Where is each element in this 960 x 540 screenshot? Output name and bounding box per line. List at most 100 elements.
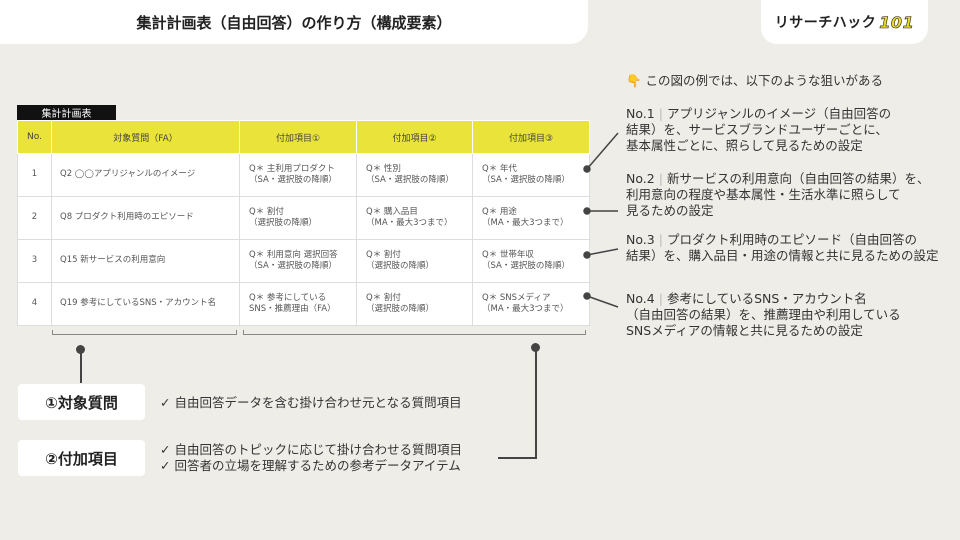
cell-attr2-sub: （選択肢の降順） [366,304,435,314]
table-header-row: No. 対象質問（FA） 付加項目① 付加項目② 付加項目③ [17,120,590,154]
note-line: プロダクト利用時のエピソード（自由回答の [666,232,917,247]
note-line: 結果）を、購入品目・用途の情報と共に見るための設定 [626,248,939,263]
cell-attr1-sub: （選択肢の降順） [249,218,318,228]
cell-question: Q15 新サービスの利用意向 [51,239,240,283]
cell-question: Q19 参考にしているSNS・アカウント名 [51,282,240,326]
page-title-text: 集計計画表（自由回答）の作り方（構成要素） [136,13,452,32]
brand-logo-number: 101 [879,12,915,32]
cell-attr2: Q＊ 割付（選択肢の降順） [356,239,473,283]
cell-attr3-sub: （SA・選択肢の降順） [482,175,570,185]
cell-attr2-sub: （SA・選択肢の降順） [366,175,454,185]
cell-attr1-line: Q＊ 主利用プロダクト [249,163,335,174]
note-item: No.1|アプリジャンルのイメージ（自由回答の 結果）を、サービスブランドユーザ… [626,106,956,154]
legend-attribute-desc: ✓ 自由回答のトピックに応じて掛け合わせる質問項目 ✓ 回答者の立場を理解するた… [160,442,462,474]
note-line: 見るための設定 [626,203,714,218]
cell-attr2-sub: （MA・最大3つまで） [366,218,453,228]
bracket-attributes-left [243,330,244,335]
connector-dot [531,343,540,352]
pointer-dot-4 [583,292,591,300]
cell-attr3-sub: （MA・最大3つまで） [482,218,569,228]
cell-attr2: Q＊ 性別（SA・選択肢の降順） [356,153,473,197]
legend-question-label: ①対象質問 [18,384,145,420]
legend-attribute-label: ②付加項目 [18,440,145,476]
cell-attr3: Q＊ 年代（SA・選択肢の降順） [472,153,590,197]
table-row: 2 Q8 プロダクト利用時のエピソード Q＊ 割付（選択肢の降順） Q＊ 購入品… [17,196,590,240]
note-line: （自由回答の結果）を、推薦理由や利用している [626,307,901,322]
cell-attr2-sub: （選択肢の降順） [366,261,435,271]
pointer-dot-2 [583,207,591,215]
note-item: No.4|参考にしているSNS・アカウント名 （自由回答の結果）を、推薦理由や利… [626,291,956,339]
bracket-attributes [243,334,585,335]
note-number: No.4 [626,291,655,306]
cell-no: 2 [17,196,52,240]
legend-question-desc-line: ✓ 自由回答データを含む掛け合わせ元となる質問項目 [160,395,462,410]
connector-line [535,348,537,458]
legend-attribute-desc-line: ✓ 回答者の立場を理解するための参考データアイテム [160,458,461,473]
cell-attr1-sub: （SA・選択肢の降順） [249,175,337,185]
header-attr2: 付加項目② [356,120,473,154]
cell-attr2-line: Q＊ 割付 [366,249,401,260]
note-line: 基本属性ごとに、照らして見るための設定 [626,138,863,153]
bracket-question-left [52,330,53,335]
brand-logo-text: リサーチハック [774,15,877,31]
connector-dot [76,345,85,354]
connector-line [80,350,82,383]
cell-attr1-sub: SNS・推薦理由（FA） [249,304,336,314]
cell-attr2-line: Q＊ 購入品目 [366,206,418,217]
cell-attr3-sub: （MA・最大3つまで） [482,304,569,314]
plan-table: No. 対象質問（FA） 付加項目① 付加項目② 付加項目③ 1 Q2 ◯◯アプ… [17,120,590,326]
cell-attr3: Q＊ 世帯年収（SA・選択肢の降順） [472,239,590,283]
notes-heading: 👇 この図の例では、以下のような狙いがある [626,73,884,88]
cell-attr3: Q＊ SNSメディア（MA・最大3つまで） [472,282,590,326]
cell-attr3-line: Q＊ SNSメディア [482,292,551,303]
pointer-dot-1 [583,165,591,173]
cell-attr3-line: Q＊ 年代 [482,163,517,174]
note-line: 利用意向の程度や基本属性・生活水準に照らして [626,187,901,202]
pointer-line-3 [586,248,619,256]
note-number: No.2 [626,171,655,186]
cell-attr2: Q＊ 購入品目（MA・最大3つまで） [356,196,473,240]
cell-attr3-line: Q＊ 用途 [482,206,517,217]
header-attr3: 付加項目③ [472,120,590,154]
header-attr1: 付加項目① [239,120,357,154]
cell-attr1-sub: （SA・選択肢の降順） [249,261,337,271]
note-line: 新サービスの利用意向（自由回答の結果）を、 [666,171,930,186]
page-title: 集計計画表（自由回答）の作り方（構成要素） [0,0,588,44]
cell-no: 1 [17,153,52,197]
cell-attr1-line: Q＊ 利用意向 選択回答 [249,249,338,260]
cell-attr2-line: Q＊ 割付 [366,292,401,303]
note-line: アプリジャンルのイメージ（自由回答の [666,106,892,121]
cell-attr2: Q＊ 割付（選択肢の降順） [356,282,473,326]
note-number: No.1 [626,106,655,121]
pointer-dot-3 [583,251,591,259]
cell-question: Q2 ◯◯アプリジャンルのイメージ [51,153,240,197]
table-label: 集計計画表 [17,105,116,120]
bracket-attributes-right [585,330,586,335]
legend-question-desc: ✓ 自由回答データを含む掛け合わせ元となる質問項目 [160,395,462,411]
note-item: No.2|新サービスの利用意向（自由回答の結果）を、 利用意向の程度や基本属性・… [626,171,956,219]
connector-line [498,457,537,459]
cell-attr3: Q＊ 用途（MA・最大3つまで） [472,196,590,240]
bracket-question-right [236,330,237,335]
cell-question: Q8 プロダクト利用時のエピソード [51,196,240,240]
bracket-question [52,334,236,335]
cell-attr1-line: Q＊ 割付 [249,206,284,217]
legend-attribute-desc-line: ✓ 自由回答のトピックに応じて掛け合わせる質問項目 [160,442,462,457]
note-line: SNSメディアの情報と共に見るための設定 [626,323,863,338]
note-item: No.3|プロダクト利用時のエピソード（自由回答の 結果）を、購入品目・用途の情… [626,232,956,264]
note-number: No.3 [626,232,655,247]
cell-attr3-sub: （SA・選択肢の降順） [482,261,570,271]
pointer-line-4 [586,295,619,308]
cell-attr1: Q＊ 利用意向 選択回答（SA・選択肢の降順） [239,239,357,283]
cell-attr3-line: Q＊ 世帯年収 [482,249,534,260]
pointer-line-1 [586,132,619,170]
table-row: 1 Q2 ◯◯アプリジャンルのイメージ Q＊ 主利用プロダクト（SA・選択肢の降… [17,153,590,197]
cell-attr1-line: Q＊ 参考にしている [249,292,327,303]
note-line: 参考にしているSNS・アカウント名 [666,291,867,306]
cell-attr1: Q＊ 割付（選択肢の降順） [239,196,357,240]
note-line: 結果）を、サービスブランドユーザーごとに、 [626,122,888,137]
